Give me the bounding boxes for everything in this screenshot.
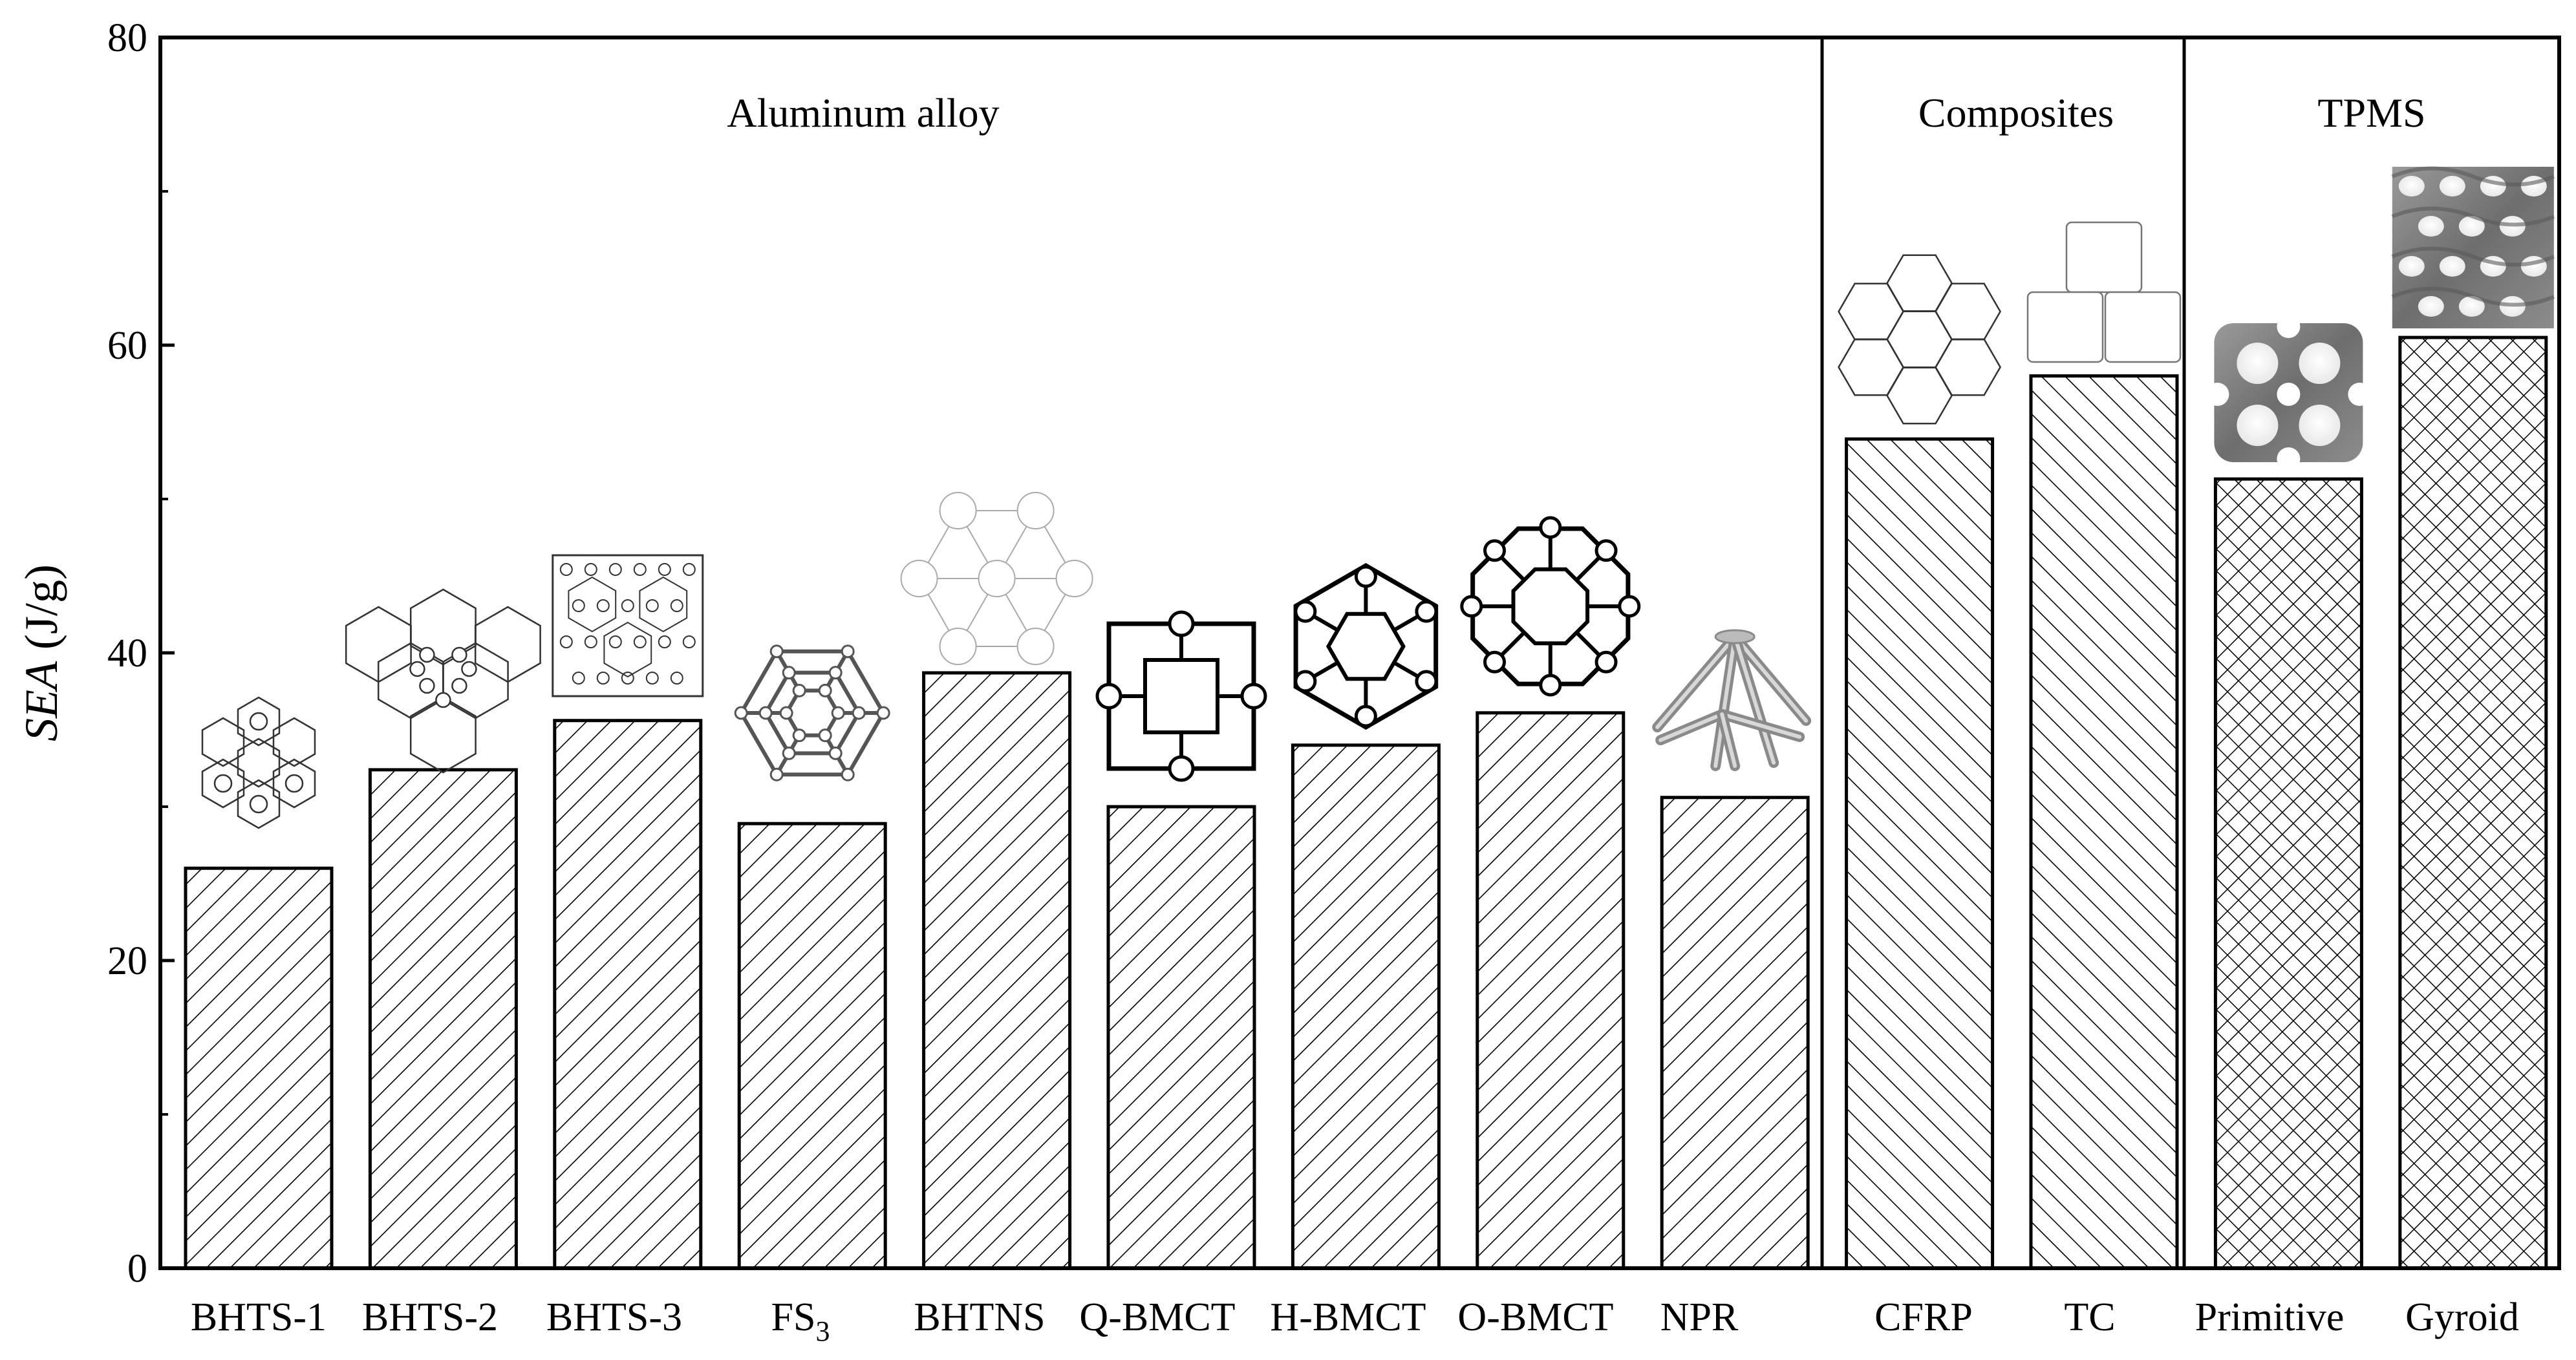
x-tick-label-bhts-1: BHTS-1: [191, 1295, 327, 1339]
bar-q-bmct: [1106, 805, 1256, 1270]
group-label-0: Aluminum alloy: [727, 90, 999, 136]
x-tick-label-gyroid: Gyroid: [2405, 1295, 2519, 1339]
bar-bhtns: [922, 671, 1072, 1270]
x-tick-label-fs3: FS3: [771, 1295, 830, 1347]
bhts3-structure-icon: [552, 554, 704, 697]
y-tick-label-40: 40: [107, 632, 147, 675]
group-label-2: TPMS: [2317, 90, 2425, 136]
x-tick-label-q-bmct: Q-BMCT: [1079, 1295, 1235, 1339]
x-tick-label-tc: TC: [2064, 1295, 2115, 1339]
x-tick-label-h-bmct: H-BMCT: [1270, 1295, 1426, 1339]
x-tick-label-bhts-3: BHTS-3: [546, 1295, 682, 1339]
x-tick-label-bhts-2: BHTS-2: [362, 1295, 498, 1339]
tc-structure-icon: [2026, 221, 2182, 363]
bhts2-structure-icon: [345, 588, 541, 774]
bar-h-bmct: [1291, 743, 1441, 1270]
x-tick-label-primitive: Primitive: [2195, 1295, 2345, 1339]
y-tick-label-0: 0: [127, 1247, 147, 1291]
bar-bhts-1: [184, 866, 334, 1270]
y-tick-label-60: 60: [107, 324, 147, 368]
q-bmct-structure-icon: [1095, 610, 1267, 782]
y-tick-label-80: 80: [107, 16, 147, 60]
bhtns-structure-icon: [900, 492, 1093, 665]
y-axis-title: SEA (J/g): [16, 564, 67, 741]
x-tick-label-npr: NPR: [1660, 1295, 1739, 1339]
o-bmct-structure-icon: [1460, 516, 1641, 697]
insets-layer: [201, 166, 2555, 829]
gyroid-tpms-icon: [2391, 166, 2555, 328]
x-tick-label-o-bmct: O-BMCT: [1457, 1295, 1613, 1339]
bar-cfrp: [1845, 437, 1995, 1270]
bar-o-bmct: [1476, 711, 1626, 1270]
labels-layer: BHTS-1 BHTS-2 BHTS-3 FS3 BHTNS Q-BMCT H-BMCT O-…: [191, 1295, 2519, 1347]
bar-primitive: [2213, 477, 2363, 1270]
cfrp-structure-icon: [1838, 254, 2002, 425]
bhts1-structure-icon: [201, 696, 316, 829]
bars-layer: [184, 335, 2548, 1270]
bar-npr: [1660, 796, 1810, 1270]
group-layer: Aluminum alloy Composites TPMS: [727, 37, 2426, 1268]
bar-fs3: [737, 822, 887, 1270]
x-tick-label-cfrp: CFRP: [1874, 1295, 1973, 1339]
x-tick-label-bhtns: BHTNS: [914, 1295, 1045, 1339]
bar-tc: [2029, 374, 2179, 1270]
bar-bhts-3: [553, 719, 703, 1270]
group-label-1: Composites: [1918, 90, 2114, 136]
primitive-tpms-icon: [2206, 315, 2372, 471]
npr-structure-icon: [1652, 629, 1812, 771]
y-tick-label-20: 20: [107, 939, 147, 983]
bar-bhts-2: [368, 768, 518, 1270]
bar-gyroid: [2398, 335, 2548, 1270]
fs3-structure-icon: [734, 644, 890, 781]
h-bmct-structure-icon: [1293, 562, 1439, 730]
